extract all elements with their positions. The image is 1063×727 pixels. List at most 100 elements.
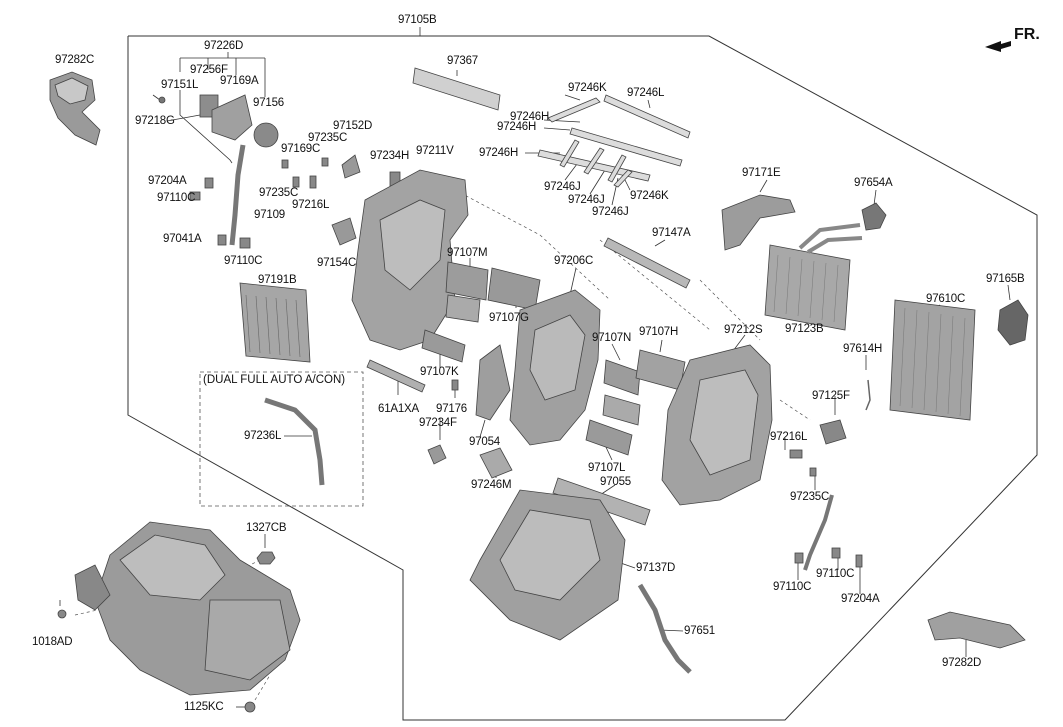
part-label: 97204A <box>148 175 187 187</box>
part-label: 97107K <box>420 366 459 378</box>
part-label: 97218G <box>135 115 175 127</box>
filter-97191b-icon <box>239 282 311 363</box>
part-label: 97256F <box>190 64 228 76</box>
seal-97367-icon <box>412 67 501 111</box>
seal-97055-icon <box>552 477 651 526</box>
part-label: 97235C <box>308 132 348 144</box>
part-label: 97206C <box>554 255 594 267</box>
duct-97282d-icon <box>927 611 1026 649</box>
part-label: 97105B <box>398 14 437 26</box>
duct-97054-icon <box>475 344 511 421</box>
part-label: 97109 <box>254 209 285 221</box>
actuator-97154c-icon <box>331 217 357 246</box>
hose-97651-icon <box>637 583 692 674</box>
part-label: 97614H <box>843 343 883 355</box>
part-label: 97654A <box>854 177 893 189</box>
part-label: 97216L <box>292 199 330 211</box>
part-label: 97246J <box>544 181 581 193</box>
part-label: 97246L <box>627 87 665 99</box>
part-label: 97234H <box>370 150 410 162</box>
part-label: 97169A <box>220 75 259 87</box>
duct-97282c-icon <box>49 71 101 146</box>
strip-97147a-icon <box>603 237 691 289</box>
part-label: 97055 <box>600 476 631 488</box>
screw-1125kc-icon <box>244 701 256 713</box>
assembly-boundary <box>127 35 1038 721</box>
seal-set-97246-icon <box>537 94 691 188</box>
dual-auto-box <box>199 371 364 507</box>
part-label: 97191B <box>258 274 297 286</box>
door-97107k-icon <box>421 329 466 363</box>
part-label: 97235C <box>259 187 299 199</box>
part-label: 97171E <box>742 167 781 179</box>
part-label: 97282D <box>942 657 982 669</box>
part-label: 97246H <box>510 111 550 123</box>
front-arrow-icon <box>985 41 1011 52</box>
part-label: 97107G <box>489 312 529 324</box>
part-label: 97246M <box>471 479 512 491</box>
part-label: 61A1XA <box>378 403 419 415</box>
part-label: 97246J <box>568 194 605 206</box>
part-label: 97216L <box>770 431 808 443</box>
part-label: 1125KC <box>184 701 224 713</box>
part-label: 97165B <box>986 273 1025 285</box>
part-label: 97137D <box>636 562 676 574</box>
pipe-97171e-icon <box>721 194 796 251</box>
part-label: 97610C <box>926 293 966 305</box>
part-label: 97226D <box>204 40 244 52</box>
part-label: 97169C <box>281 143 321 155</box>
part-label: 97234F <box>419 417 457 429</box>
part-label: 97651 <box>684 625 715 637</box>
grommet-97654a-icon <box>861 202 887 231</box>
hvac-assembly-icon <box>74 521 301 696</box>
part-label: 1327CB <box>246 522 287 534</box>
part-label: 97246H <box>479 147 519 159</box>
seal-97246m-icon <box>479 447 513 479</box>
part-label: 97054 <box>469 436 500 448</box>
door-97107n-icon <box>603 359 641 396</box>
part-label: 97110C <box>816 568 855 580</box>
part-label: 97107N <box>592 332 632 344</box>
part-label: 97110C <box>224 255 263 267</box>
actuator-97125f-icon <box>819 419 847 445</box>
part-label: 97246K <box>630 190 669 202</box>
part-label: 97152D <box>333 120 373 132</box>
nut-1327cb-icon <box>256 551 276 565</box>
screw-1018ad-icon <box>57 609 67 619</box>
motor-97156-icon <box>253 122 279 148</box>
part-label: 97110C <box>773 581 812 593</box>
part-label: 97041A <box>163 233 202 245</box>
part-label: 97107L <box>588 462 626 474</box>
door-97107g-icon <box>487 267 541 311</box>
part-label: 97282C <box>55 54 95 66</box>
part-label: 97367 <box>447 55 478 67</box>
part-label: 97107M <box>447 247 488 259</box>
part-label: 97246J <box>592 206 629 218</box>
door-97107l-icon <box>585 419 633 456</box>
front-direction-label: FR. <box>1014 26 1040 43</box>
part-label: 97246H <box>497 121 537 133</box>
part-label: 1018AD <box>32 636 73 648</box>
part-label: 97204A <box>841 593 880 605</box>
bracket-97169a-icon <box>211 94 253 141</box>
part-label: 97110C <box>157 192 196 204</box>
part-label: 97154C <box>317 257 357 269</box>
dual-auto-note: (DUAL FULL AUTO A/CON) <box>203 374 346 386</box>
evaporator-97610c-icon <box>889 299 976 421</box>
part-label: 97123B <box>785 323 824 335</box>
actuator-61a1xa-icon <box>366 359 426 393</box>
door-97107h-icon <box>635 349 686 391</box>
part-label: 97211V <box>416 145 454 157</box>
part-label: 97235C <box>790 491 830 503</box>
part-label: 97246K <box>568 82 607 94</box>
part-shapes <box>49 67 1029 713</box>
part-label: 97212S <box>724 324 763 336</box>
part-label: 97107H <box>639 326 679 338</box>
part-label: 97151L <box>161 79 199 91</box>
part-label: 97236L <box>244 430 282 442</box>
part-label: 97156 <box>253 97 284 109</box>
part-label: 97176 <box>436 403 467 415</box>
pad-97165b-icon <box>997 299 1029 346</box>
